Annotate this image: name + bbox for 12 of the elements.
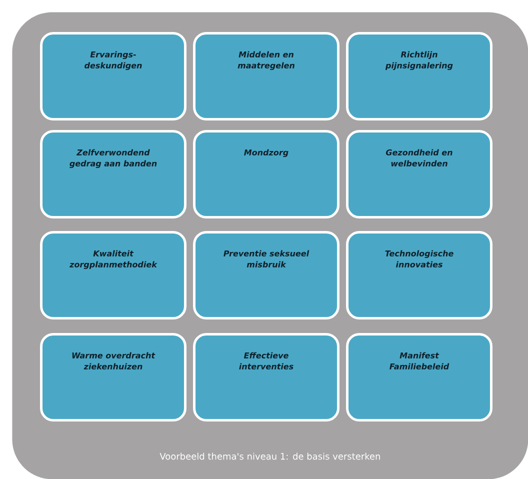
topic-tile: Ervarings- deskundigen bbox=[40, 32, 186, 120]
topic-tile: Preventie seksueel misbruik bbox=[193, 231, 340, 320]
topic-tile: Zelfverwondend gedrag aan banden bbox=[40, 130, 186, 218]
topic-tile: Middelen en maatregelen bbox=[193, 32, 340, 120]
topic-tile: Effectieve interventies bbox=[193, 333, 340, 422]
topic-tile: Richtlijn pijnsignalering bbox=[346, 32, 492, 120]
topic-tile: Manifest Familiebeleid bbox=[346, 333, 492, 422]
topic-tile: Gezondheid en welbevinden bbox=[346, 130, 492, 218]
topic-tile: Technologische innovaties bbox=[346, 231, 492, 320]
topic-tile: Warme overdracht ziekenhuizen bbox=[40, 333, 186, 422]
topic-tile: Mondzorg bbox=[193, 130, 340, 218]
topic-tile: Kwaliteit zorgplanmethodiek bbox=[40, 231, 186, 320]
